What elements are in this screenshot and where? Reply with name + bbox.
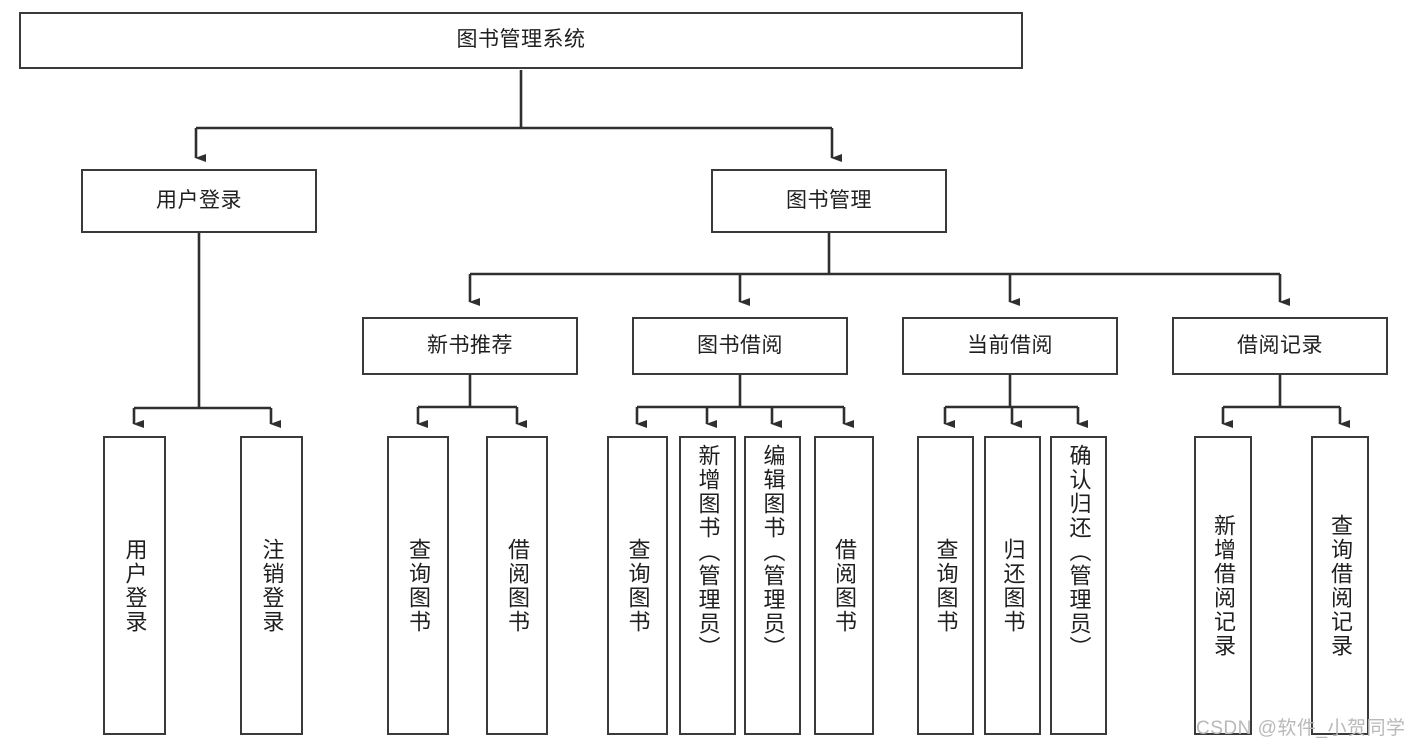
node-new-book-recommend[interactable]: 新书推荐 bbox=[362, 317, 578, 375]
node-book-manage-label: 图书管理 bbox=[786, 188, 872, 212]
node-current-borrow[interactable]: 当前借阅 bbox=[902, 317, 1118, 375]
node-leaf-edit-book-admin-label: 编辑图书（管理员） bbox=[760, 444, 786, 660]
node-leaf-add-book-admin-label: 新增图书（管理员） bbox=[695, 444, 721, 660]
node-leaf-borrow-book-2[interactable]: 借阅图书 bbox=[814, 436, 874, 735]
node-leaf-query-book-3-label: 查询图书 bbox=[933, 537, 959, 634]
watermark-text: CSDN @软件_小贺同学 bbox=[1196, 718, 1405, 739]
node-book-manage[interactable]: 图书管理 bbox=[711, 169, 947, 233]
node-leaf-query-book-1[interactable]: 查询图书 bbox=[387, 436, 449, 735]
node-leaf-query-book-2[interactable]: 查询图书 bbox=[607, 436, 668, 735]
node-leaf-borrow-book-1[interactable]: 借阅图书 bbox=[486, 436, 548, 735]
node-leaf-query-book-1-label: 查询图书 bbox=[406, 537, 431, 634]
node-new-book-recommend-label: 新书推荐 bbox=[427, 333, 513, 357]
node-book-borrow-label: 图书借阅 bbox=[697, 333, 783, 357]
node-leaf-return-book-label: 归还图书 bbox=[1000, 537, 1026, 634]
node-root[interactable]: 图书管理系统 bbox=[19, 12, 1023, 69]
node-leaf-query-borrow-record[interactable]: 查询借阅记录 bbox=[1311, 436, 1369, 735]
node-leaf-user-login-label: 用户登录 bbox=[122, 537, 148, 634]
node-leaf-confirm-return-admin-label: 确认归还（管理员） bbox=[1066, 444, 1092, 660]
node-leaf-borrow-book-2-label: 借阅图书 bbox=[832, 537, 857, 634]
node-leaf-query-book-2-label: 查询图书 bbox=[625, 537, 651, 634]
node-leaf-user-logout[interactable]: 注销登录 bbox=[240, 436, 303, 735]
node-user-login-label: 用户登录 bbox=[156, 188, 242, 212]
node-borrow-record-label: 借阅记录 bbox=[1237, 333, 1323, 357]
node-user-login[interactable]: 用户登录 bbox=[81, 169, 317, 233]
node-book-borrow[interactable]: 图书借阅 bbox=[632, 317, 848, 375]
node-leaf-query-borrow-record-label: 查询借阅记录 bbox=[1328, 513, 1353, 658]
node-leaf-add-borrow-record-label: 新增借阅记录 bbox=[1211, 513, 1236, 658]
node-leaf-query-book-3[interactable]: 查询图书 bbox=[917, 436, 974, 735]
node-leaf-user-logout-label: 注销登录 bbox=[259, 537, 285, 634]
node-leaf-confirm-return-admin[interactable]: 确认归还（管理员） bbox=[1050, 436, 1107, 735]
node-leaf-edit-book-admin[interactable]: 编辑图书（管理员） bbox=[744, 436, 801, 735]
node-leaf-add-book-admin[interactable]: 新增图书（管理员） bbox=[679, 436, 736, 735]
node-leaf-borrow-book-1-label: 借阅图书 bbox=[505, 537, 530, 634]
node-leaf-user-login[interactable]: 用户登录 bbox=[103, 436, 166, 735]
node-root-label: 图书管理系统 bbox=[456, 28, 586, 52]
node-current-borrow-label: 当前借阅 bbox=[967, 333, 1053, 357]
node-borrow-record[interactable]: 借阅记录 bbox=[1172, 317, 1388, 375]
node-leaf-return-book[interactable]: 归还图书 bbox=[984, 436, 1041, 735]
node-leaf-add-borrow-record[interactable]: 新增借阅记录 bbox=[1194, 436, 1252, 735]
